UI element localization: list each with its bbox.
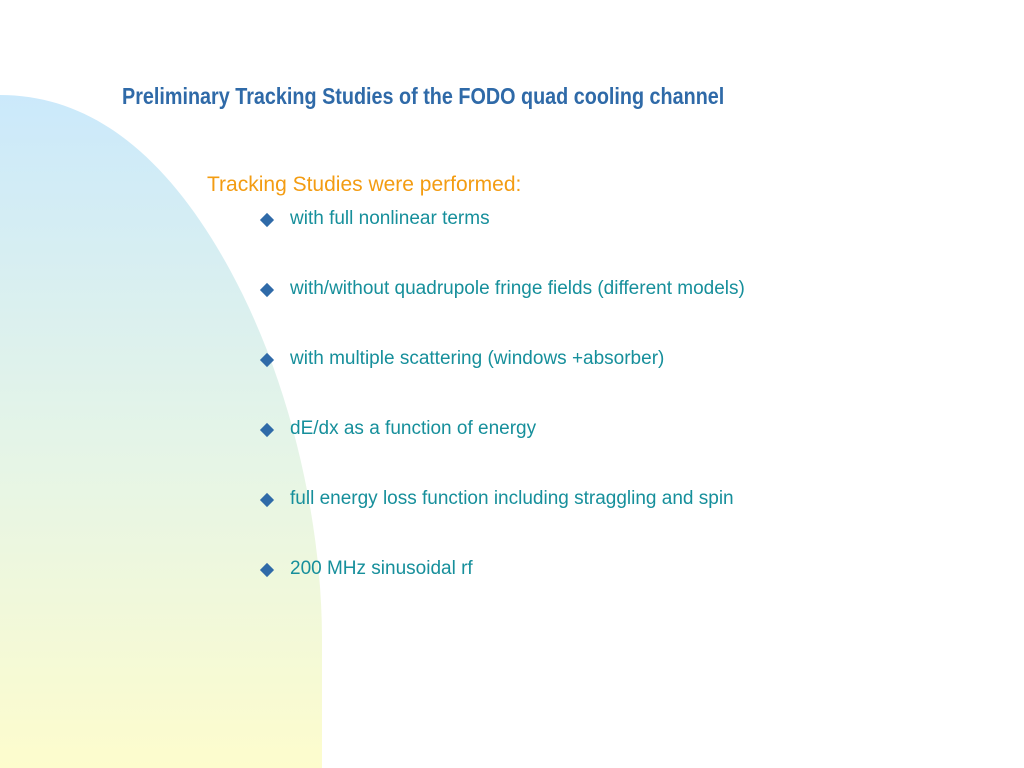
bullet-text: with full nonlinear terms [290, 208, 490, 229]
bullet-list: with full nonlinear terms with/without q… [258, 205, 745, 625]
list-item: with multiple scattering (windows +absor… [258, 345, 745, 415]
diamond-bullet-icon [259, 422, 275, 438]
list-item: with/without quadrupole fringe fields (d… [258, 275, 745, 345]
list-item: 200 MHz sinusoidal rf [258, 555, 745, 625]
list-item: full energy loss function including stra… [258, 485, 745, 555]
bullet-text: with multiple scattering (windows +absor… [290, 348, 665, 369]
diamond-bullet-icon [259, 562, 275, 578]
bullet-text: full energy loss function including stra… [290, 488, 734, 509]
intro-heading: Tracking Studies were performed: [207, 173, 522, 196]
bullet-text: with/without quadrupole fringe fields (d… [290, 278, 745, 299]
diamond-bullet-icon [259, 352, 275, 368]
diamond-bullet-icon [259, 212, 275, 228]
bullet-text: 200 MHz sinusoidal rf [290, 558, 473, 579]
bullet-text: dE/dx as a function of energy [290, 418, 537, 439]
slide-title: Preliminary Tracking Studies of the FODO… [122, 83, 725, 109]
diamond-bullet-icon [259, 282, 275, 298]
diamond-bullet-icon [259, 492, 275, 508]
list-item: with full nonlinear terms [258, 205, 745, 275]
list-item: dE/dx as a function of energy [258, 415, 745, 485]
